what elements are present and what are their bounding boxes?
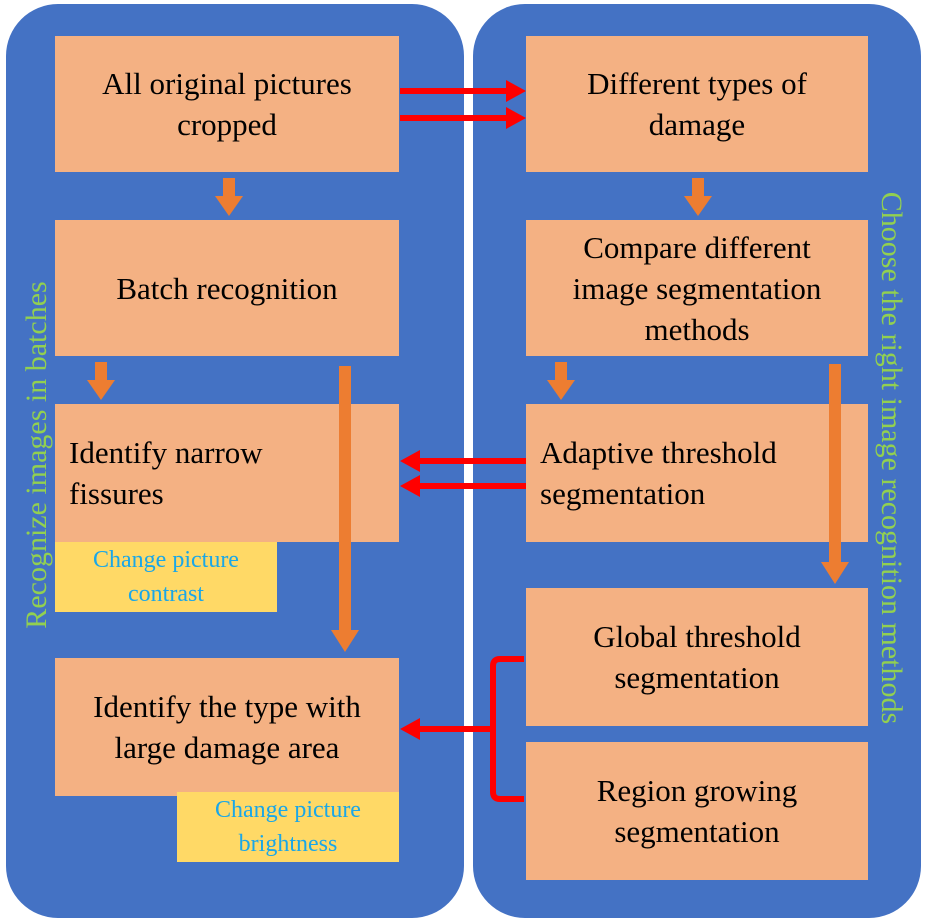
note-change-brightness: Change picture brightness xyxy=(177,792,399,862)
arrow-batch-to-large xyxy=(331,366,359,652)
box-all-original-pictures: All original pictures cropped xyxy=(55,36,399,172)
arrow-pictures-to-batch xyxy=(215,178,243,216)
box-identify-large-damage: Identify the type with large damage area xyxy=(55,658,399,796)
arrow-compare-to-global xyxy=(821,364,849,584)
arrow-pictures-to-damage xyxy=(400,80,526,129)
arrow-global-region-to-large xyxy=(400,656,524,802)
arrow-batch-to-narrow xyxy=(87,362,115,400)
box-different-damage-types: Different types of damage xyxy=(526,36,868,172)
note-change-contrast: Change picture contrast xyxy=(55,542,277,612)
box-compare-segmentation-methods: Compare different image segmentation met… xyxy=(526,220,868,356)
arrow-adaptive-to-narrow xyxy=(400,450,526,497)
box-adaptive-threshold: Adaptive threshold segmentation xyxy=(526,404,868,542)
box-global-threshold: Global threshold segmentation xyxy=(526,588,868,726)
box-batch-recognition: Batch recognition xyxy=(55,220,399,356)
arrow-damage-to-compare xyxy=(684,178,712,216)
box-region-growing: Region growing segmentation xyxy=(526,742,868,880)
arrow-compare-to-adaptive xyxy=(547,362,575,400)
